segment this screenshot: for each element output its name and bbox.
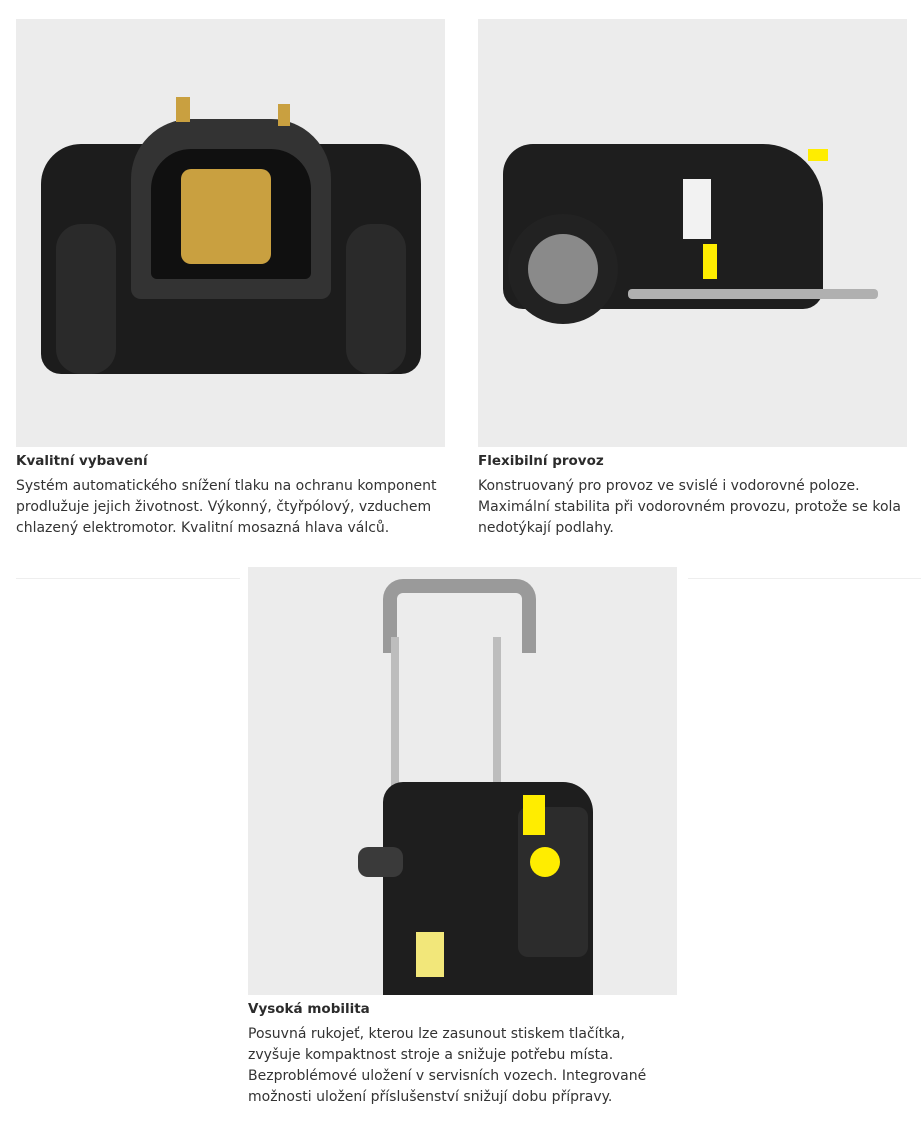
feature-description: Systém automatického snížení tlaku na oc… [16, 478, 437, 536]
pressure-washer-horizontal-image [478, 19, 907, 447]
feature-title: Vysoká mobilita [248, 1001, 370, 1017]
pressure-washer-upright-handle-image [248, 567, 677, 995]
pressure-washer-front-cutaway-image [16, 19, 445, 447]
feature-description: Konstruovaný pro provoz ve svislé i vodo… [478, 478, 901, 536]
divider-left [16, 578, 240, 579]
feature-title: Kvalitní vybavení [16, 453, 148, 469]
feature-card-quality: Kvalitní vybavení Systém automatického s… [16, 19, 445, 539]
feature-title: Flexibilní provoz [478, 453, 604, 469]
feature-card-flexible: Flexibilní provoz Konstruovaný pro provo… [478, 19, 907, 539]
feature-card-mobility: Vysoká mobilita Posuvná rukojeť, kterou … [248, 567, 677, 1108]
divider-right [688, 578, 921, 579]
feature-description: Posuvná rukojeť, kterou lze zasunout sti… [248, 1026, 647, 1105]
